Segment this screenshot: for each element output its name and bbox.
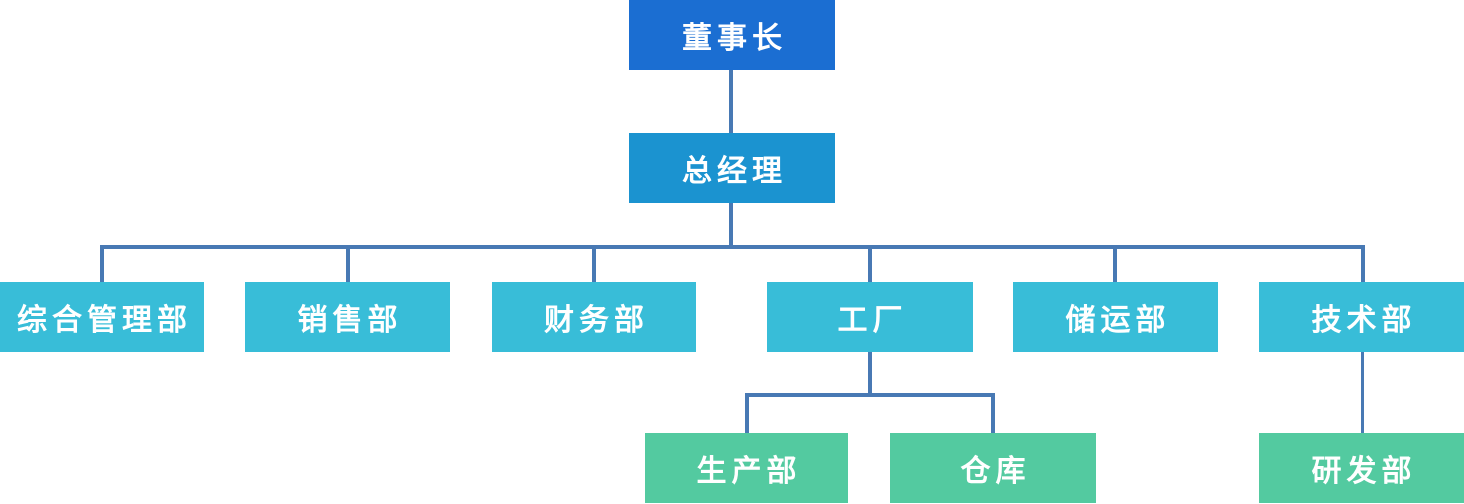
connector-drop-finance <box>592 249 596 282</box>
connector-drop-storage <box>1113 249 1117 282</box>
org-node-production-label: 生产部 <box>696 455 802 488</box>
org-node-factory: 工厂 <box>767 282 973 352</box>
org-node-rnd: 研发部 <box>1259 433 1464 503</box>
org-node-general-manager-label: 总经理 <box>682 155 787 188</box>
connector-drop-warehouse <box>991 397 995 433</box>
org-node-sales: 销售部 <box>245 282 450 352</box>
connector-gm-bus <box>729 203 733 249</box>
connector-chairman-gm <box>729 70 733 133</box>
org-node-chairman: 董事长 <box>629 0 835 70</box>
connector-drop-general-admin <box>100 249 104 282</box>
org-node-general-admin-label: 综合管理部 <box>17 304 192 337</box>
connector-factory-branch <box>868 352 872 397</box>
org-node-technology: 技术部 <box>1259 282 1464 352</box>
org-node-production: 生产部 <box>645 433 848 503</box>
org-node-chairman-label: 董事长 <box>682 22 787 55</box>
connector-drop-production <box>745 397 749 433</box>
org-node-general-admin: 综合管理部 <box>0 282 204 352</box>
connector-drop-technology <box>1361 249 1365 282</box>
org-node-finance: 财务部 <box>492 282 696 352</box>
org-node-general-manager: 总经理 <box>629 133 835 203</box>
org-node-storage-transport-label: 储运部 <box>1065 304 1171 337</box>
org-node-warehouse-label: 仓库 <box>960 455 1031 488</box>
org-node-factory-label: 工厂 <box>837 304 908 337</box>
org-node-technology-label: 技术部 <box>1311 304 1417 337</box>
connector-technology-rnd <box>1361 352 1364 433</box>
connector-factory-bus <box>745 393 995 397</box>
org-node-finance-label: 财务部 <box>544 304 649 337</box>
org-node-storage-transport: 储运部 <box>1013 282 1218 352</box>
org-node-rnd-label: 研发部 <box>1311 455 1417 488</box>
connector-level3-bus <box>100 245 1365 249</box>
org-node-sales-label: 销售部 <box>297 304 403 337</box>
org-node-warehouse: 仓库 <box>890 433 1096 503</box>
connector-drop-sales <box>346 249 350 282</box>
connector-drop-factory <box>868 249 872 282</box>
